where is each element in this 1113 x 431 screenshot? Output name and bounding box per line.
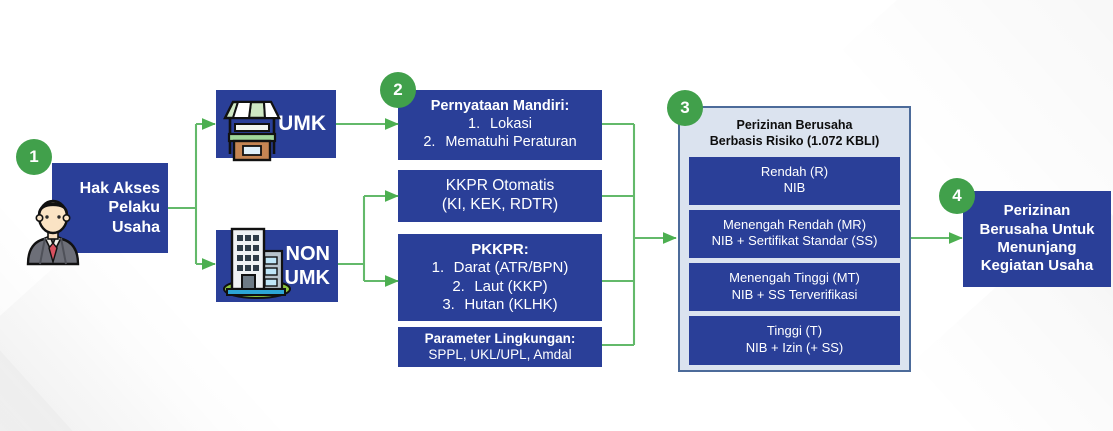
risk-panel-heading: Perizinan Berusaha Berbasis Risiko (1.07… bbox=[680, 108, 909, 157]
parameter-lingkungan-subtitle: SPPL, UKL/UPL, Amdal bbox=[428, 347, 572, 362]
risk-level-menengah-tinggi-name: Menengah Tinggi (MT) bbox=[729, 270, 860, 285]
pernyataan-item-2-number: 2. bbox=[423, 133, 436, 150]
step-badge-1: 1 bbox=[16, 139, 52, 175]
office-building-icon bbox=[223, 227, 291, 299]
non-umk-line-1: NON bbox=[285, 242, 330, 265]
non-umk-line-2: UMK bbox=[284, 267, 330, 289]
risk-level-menengah-rendah-requirement: NIB + Sertifikat Standar (SS) bbox=[711, 233, 878, 249]
risk-panel-heading-line-2: Berbasis Risiko (1.072 KBLI) bbox=[709, 134, 880, 149]
risk-level-menengah-rendah[interactable]: Menengah Rendah (MR) NIB + Sertifikat St… bbox=[689, 209, 900, 258]
pkkpr-item-2-text: Laut (KKP) bbox=[474, 277, 548, 295]
pkkpr-item-2-number: 2. bbox=[452, 277, 465, 295]
pkkpr-title: PKKPR: bbox=[471, 240, 529, 258]
risk-level-rendah[interactable]: Rendah (R) NIB bbox=[689, 156, 900, 205]
pkkpr-item-2: 2. Laut (KKP) bbox=[404, 278, 596, 296]
risk-level-tinggi-requirement: NIB + Izin (+ SS) bbox=[745, 339, 844, 355]
perizinan-akhir-line-2: Berusaha Untuk bbox=[979, 220, 1095, 238]
risk-level-tinggi[interactable]: Tinggi (T) NIB + Izin (+ SS) bbox=[689, 316, 900, 365]
node-pernyataan-mandiri[interactable]: Pernyataan Mandiri: 1. Lokasi 2. Mematuh… bbox=[398, 90, 602, 160]
parameter-lingkungan-title: Parameter Lingkungan: bbox=[424, 330, 576, 346]
pernyataan-mandiri-item-1: 1. Lokasi bbox=[404, 116, 596, 134]
node-hak-akses-pelaku-usaha[interactable]: Hak Akses Pelaku Usaha bbox=[52, 163, 168, 253]
pkkpr-item-3: 3. Hutan (KLHK) bbox=[404, 296, 596, 314]
node-kkpr-otomatis[interactable]: KKPR Otomatis (KI, KEK, RDTR) bbox=[398, 170, 602, 222]
pkkpr-item-1: 1. Darat (ATR/BPN) bbox=[404, 259, 596, 277]
pkkpr-item-1-text: Darat (ATR/BPN) bbox=[453, 259, 569, 277]
risk-level-menengah-tinggi[interactable]: Menengah Tinggi (MT) NIB + SS Terverifik… bbox=[689, 263, 900, 312]
perizinan-akhir-line-1: Perizinan bbox=[1003, 202, 1071, 220]
hak-akses-line-3: Usaha bbox=[111, 218, 160, 236]
market-stall-icon bbox=[223, 100, 281, 162]
hak-akses-line-2: Pelaku bbox=[108, 199, 160, 217]
pernyataan-item-2-text: Mematuhi Peraturan bbox=[445, 133, 577, 150]
hak-akses-line-1: Hak Akses bbox=[79, 179, 160, 197]
risk-panel-heading-line-1: Perizinan Berusaha bbox=[736, 118, 853, 132]
step-badge-2: 2 bbox=[380, 72, 416, 108]
pernyataan-mandiri-title: Pernyataan Mandiri: bbox=[430, 98, 570, 115]
step-badge-3: 3 bbox=[667, 90, 703, 126]
risk-level-tinggi-name: Tinggi (T) bbox=[766, 323, 823, 339]
perizinan-akhir-line-4: Kegiatan Usaha bbox=[980, 257, 1094, 275]
pkkpr-item-1-number: 1. bbox=[431, 259, 445, 277]
perizinan-akhir-line-3: Menunjang bbox=[997, 239, 1077, 256]
step-badge-4: 4 bbox=[939, 178, 975, 214]
risk-level-menengah-rendah-name: Menengah Rendah (MR) bbox=[722, 216, 867, 232]
node-pkkpr[interactable]: PKKPR: 1. Darat (ATR/BPN) 2. Laut (KKP) … bbox=[398, 234, 602, 321]
risk-level-rendah-requirement: NIB bbox=[783, 180, 806, 196]
pernyataan-item-1-text: Lokasi bbox=[490, 116, 532, 133]
risk-based-licensing-panel: Perizinan Berusaha Berbasis Risiko (1.07… bbox=[678, 106, 911, 372]
umk-label: UMK bbox=[278, 112, 326, 136]
risk-level-menengah-tinggi-requirement: NIB + SS Terverifikasi bbox=[731, 286, 858, 302]
kkpr-line-1: KKPR Otomatis bbox=[445, 177, 555, 195]
pernyataan-item-1-number: 1. bbox=[468, 116, 481, 133]
businessman-icon bbox=[26, 199, 80, 266]
node-perizinan-berusaha-menunjang[interactable]: Perizinan Berusaha Untuk Menunjang Kegia… bbox=[963, 191, 1111, 287]
kkpr-line-2: (KI, KEK, RDTR) bbox=[441, 196, 559, 213]
node-parameter-lingkungan[interactable]: Parameter Lingkungan: SPPL, UKL/UPL, Amd… bbox=[398, 327, 602, 367]
pkkpr-item-3-number: 3. bbox=[442, 295, 455, 313]
pernyataan-mandiri-item-2: 2. Mematuhi Peraturan bbox=[404, 134, 596, 152]
risk-level-rendah-name: Rendah (R) bbox=[760, 163, 829, 179]
pkkpr-item-3-text: Hutan (KLHK) bbox=[464, 295, 558, 313]
